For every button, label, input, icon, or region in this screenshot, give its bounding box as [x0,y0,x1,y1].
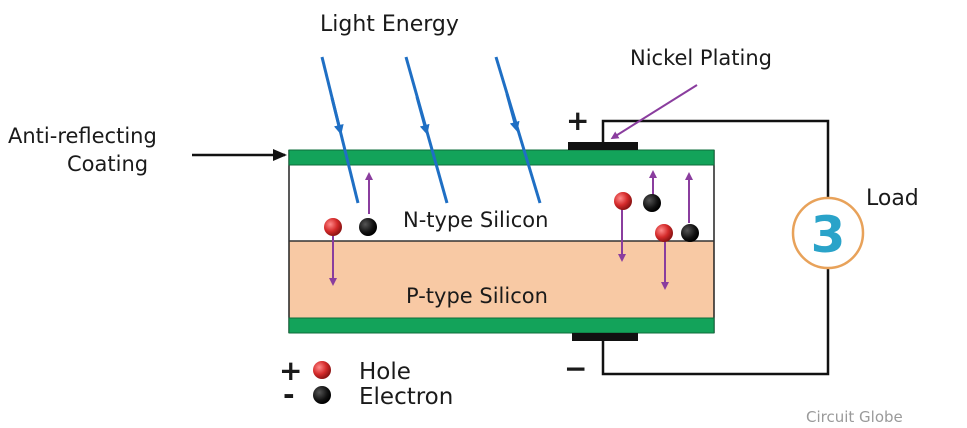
p-type-label: P-type Silicon [406,284,548,308]
anti-reflecting-label: Anti-reflecting [8,124,157,148]
hole-particle [614,192,632,210]
legend-electron-label: Electron [359,384,453,410]
load-label: Load [866,186,919,211]
load-symbol: 3 [811,206,846,264]
light-ray-2-arrow [415,96,430,135]
wire-bottom [601,267,830,376]
electron-particle [681,224,699,242]
legend: + Hole - Electron [279,354,453,411]
load-bulb-ring [791,196,865,270]
hole-particle [324,218,342,236]
nickel-plating-label: Nickel Plating [630,46,772,70]
light-ray-1-arrow [330,97,344,135]
bottom-contact [572,333,638,341]
legend-hole-dot [313,361,331,379]
bottom-coating [288,317,715,334]
n-type-label: N-type Silicon [403,208,548,232]
plus-terminal-sign: + [566,104,589,137]
p-type-layer [289,241,714,319]
coating-label: Coating [67,152,148,176]
electron-particle [359,218,377,236]
light-ray-3-arrow [505,93,520,132]
hole-particle [655,224,673,242]
legend-hole-label: Hole [359,359,411,385]
nickel-plating-pointer-arrow [610,84,698,140]
wire-top [601,119,830,200]
legend-electron-sign: - [283,378,295,411]
anti-reflecting-coating [288,149,715,166]
legend-electron-dot [313,386,331,404]
legend-hole-sign: + [279,354,302,387]
electron-particle [643,194,661,212]
minus-terminal-sign: − [564,352,587,385]
top-contact-nickel [568,142,638,150]
watermark: Circuit Globe [806,408,903,426]
light-energy-label: Light Energy [320,12,459,37]
